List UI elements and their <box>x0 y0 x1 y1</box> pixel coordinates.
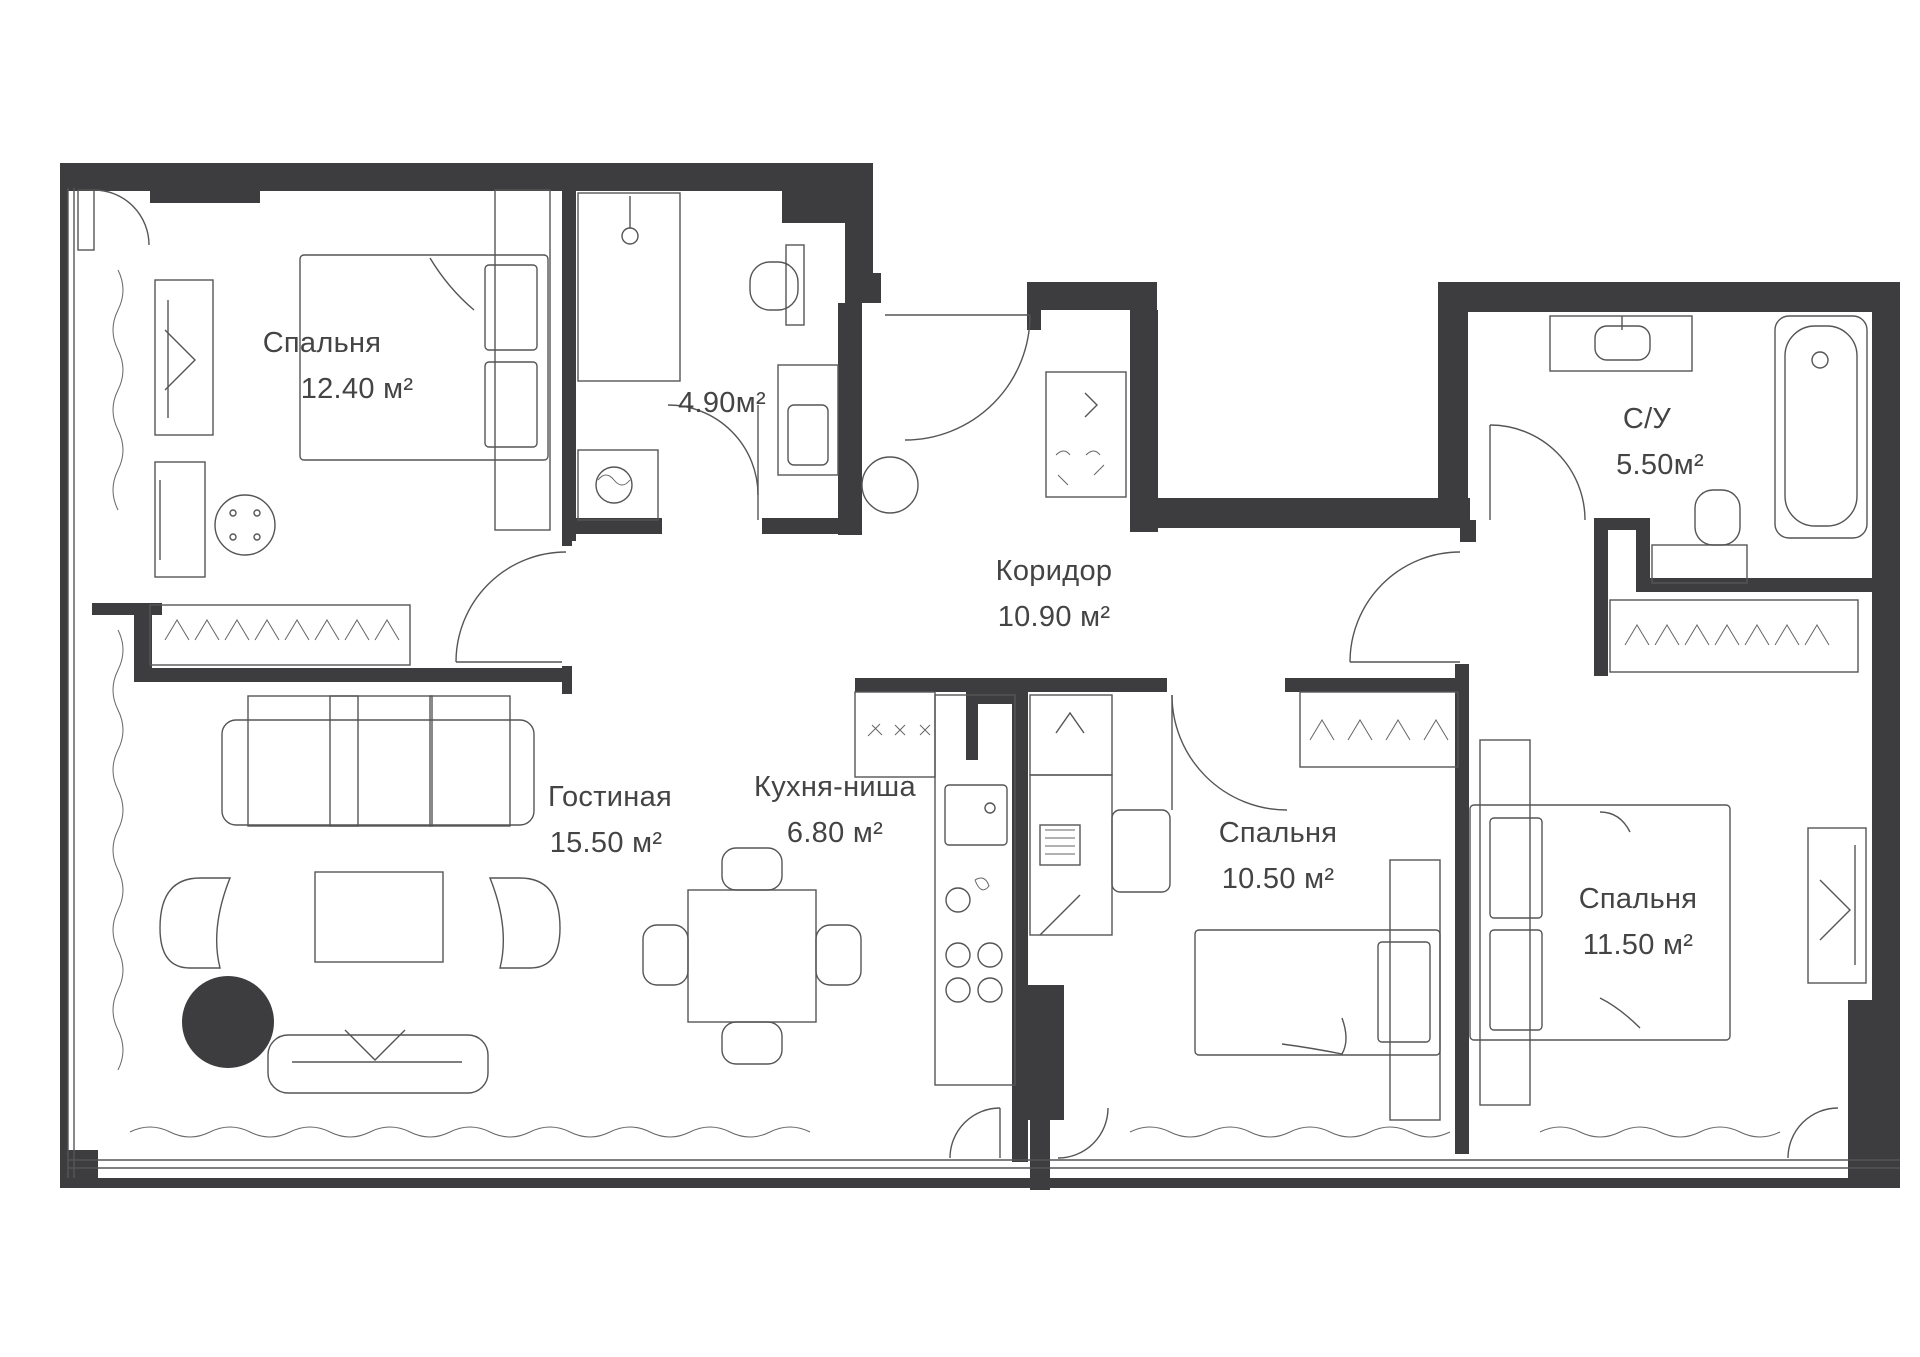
pouf <box>214 494 276 556</box>
wall-top-left <box>60 163 870 191</box>
bathroom2-fixtures <box>1549 315 1868 673</box>
coffee-table <box>314 871 444 963</box>
desk-chair <box>1111 809 1171 893</box>
single-bed <box>1194 929 1441 1056</box>
wall-right <box>1872 282 1900 1187</box>
dining-table <box>687 889 817 1023</box>
wall-bath1-right <box>845 163 873 273</box>
wall-left <box>60 163 68 1188</box>
double-bed-3 <box>1469 804 1731 1041</box>
room-name-bedroom-2: Спальня <box>1219 817 1338 849</box>
bedroom1-furniture <box>149 189 551 666</box>
wall-top-right <box>1438 282 1898 312</box>
shower <box>577 192 681 382</box>
wall-bedroom2-right <box>1455 664 1469 1154</box>
door-entrance <box>904 314 1031 441</box>
toilet-2 <box>1694 489 1741 546</box>
door-bedroom1 <box>455 551 567 663</box>
wall-kitchen-top <box>855 678 1167 692</box>
room-name-bathroom-2: С/У <box>1623 403 1672 435</box>
armchair-right <box>488 877 561 969</box>
room-name-living-room: Гостиная <box>548 781 672 813</box>
armchair-left <box>159 877 232 969</box>
double-bed <box>299 254 549 461</box>
kitchen-furniture <box>854 691 1016 1086</box>
wardrobe-2a <box>1029 694 1113 776</box>
kitchen-counter <box>934 694 1016 1086</box>
door-bedroom3 <box>1349 551 1461 663</box>
room-name-bedroom-1: Спальня <box>263 327 382 359</box>
wardrobe-2b <box>1299 691 1459 768</box>
room-area-bedroom-3: 11.50 м² <box>1583 929 1694 961</box>
walls <box>60 163 1900 1190</box>
corridor-storage <box>1045 371 1127 498</box>
sink-2 <box>1549 315 1693 372</box>
wall-bath1-left <box>562 185 576 541</box>
sofa <box>221 719 535 826</box>
wardrobe-3 <box>1609 599 1859 673</box>
round-stool <box>861 456 919 514</box>
room-name-corridor: Коридор <box>996 555 1113 587</box>
sink-1 <box>777 364 839 476</box>
room-area-bathroom-2: 5.50м² <box>1616 449 1704 481</box>
bathroom1-fixtures <box>577 192 919 521</box>
door-bedroom2 <box>1171 694 1288 811</box>
room-area-bedroom-1: 12.40 м² <box>301 373 414 405</box>
room-name-bedroom-3: Спальня <box>1579 883 1698 915</box>
room-area-corridor: 10.90 м² <box>998 601 1111 633</box>
room-area-bathroom-1: 4.90м² <box>678 387 766 419</box>
toilet-1 <box>749 261 799 311</box>
bathtub <box>1774 315 1868 539</box>
kitchen-sink <box>944 784 1008 846</box>
bedroom3-furniture <box>1469 739 1867 1106</box>
shoe-rack <box>1045 371 1127 498</box>
room-area-bedroom-2: 10.50 м² <box>1222 863 1335 895</box>
desk <box>1029 774 1113 936</box>
wall-bedroom1-bottom <box>134 668 572 682</box>
room-area-kitchen: 6.80 м² <box>787 817 883 849</box>
tv-console <box>267 1034 489 1094</box>
wardrobe-1 <box>149 604 411 666</box>
washing-machine <box>595 466 633 504</box>
windows <box>67 188 1900 1178</box>
tv-stand-3 <box>1807 827 1867 984</box>
doors <box>455 314 1839 1159</box>
door-bath2 <box>1489 424 1586 521</box>
living-room-furniture <box>159 695 862 1094</box>
room-area-living-room: 15.50 м² <box>550 827 663 859</box>
wall-corridor-top <box>1027 282 1157 310</box>
bedroom2-furniture <box>1029 691 1459 1121</box>
door-bath1 <box>667 404 759 496</box>
tv-stand <box>154 279 214 436</box>
wall-bottom <box>60 1178 1900 1188</box>
room-labels: Спальня 12.40 м² 4.90м² Коридор 10.90 м²… <box>263 327 1704 961</box>
floor-lamp <box>182 976 274 1068</box>
room-name-kitchen: Кухня-ниша <box>754 771 916 803</box>
